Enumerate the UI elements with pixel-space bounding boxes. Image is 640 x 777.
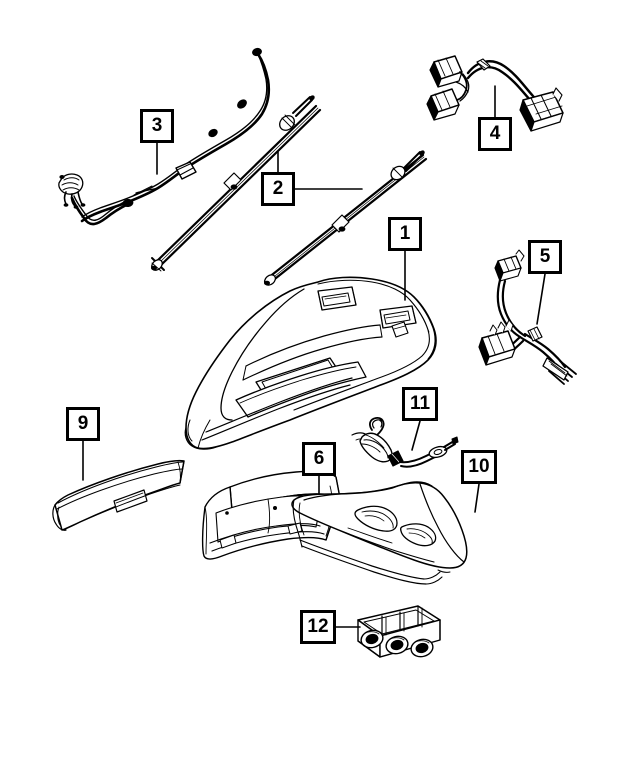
part-1-overhead-console <box>184 276 437 450</box>
callout-box-3[interactable]: 3 <box>140 109 174 143</box>
leader-11 <box>411 420 421 451</box>
callout-box-6[interactable]: 6 <box>302 442 336 476</box>
part-3-wiring-harness <box>58 47 271 226</box>
callout-label-6: 6 <box>313 447 325 469</box>
callout-box-9[interactable]: 9 <box>66 407 100 441</box>
callout-box-4[interactable]: 4 <box>478 117 512 151</box>
callout-leader-lines <box>82 85 546 628</box>
callout-label-11: 11 <box>409 392 431 414</box>
leader-10 <box>474 483 480 513</box>
callout-label-3: 3 <box>151 114 163 136</box>
callout-label-2: 2 <box>272 177 284 199</box>
callout-label-4: 4 <box>489 122 501 144</box>
part-11-microphone-wire <box>359 416 459 468</box>
callout-label-10: 10 <box>468 455 490 477</box>
callout-box-1[interactable]: 1 <box>388 217 422 251</box>
part-2-assist-rods <box>151 95 428 286</box>
part-12-switch-module <box>357 605 441 658</box>
callout-box-2[interactable]: 2 <box>261 172 295 206</box>
part-10-headliner-panel <box>291 481 468 585</box>
part-9-console-door <box>52 459 185 531</box>
leader-5 <box>536 273 546 325</box>
part-5-switch-harness <box>478 249 577 385</box>
callout-label-5: 5 <box>539 245 551 267</box>
part-3-left-connector <box>58 173 86 209</box>
part-4-jumper-harness <box>426 55 564 132</box>
callout-box-11[interactable]: 11 <box>402 387 438 421</box>
callout-box-10[interactable]: 10 <box>461 450 497 484</box>
callout-label-9: 9 <box>77 412 89 434</box>
callout-box-12[interactable]: 12 <box>300 610 336 644</box>
callout-label-12: 12 <box>307 615 329 637</box>
callout-box-5[interactable]: 5 <box>528 240 562 274</box>
callout-label-1: 1 <box>399 222 411 244</box>
